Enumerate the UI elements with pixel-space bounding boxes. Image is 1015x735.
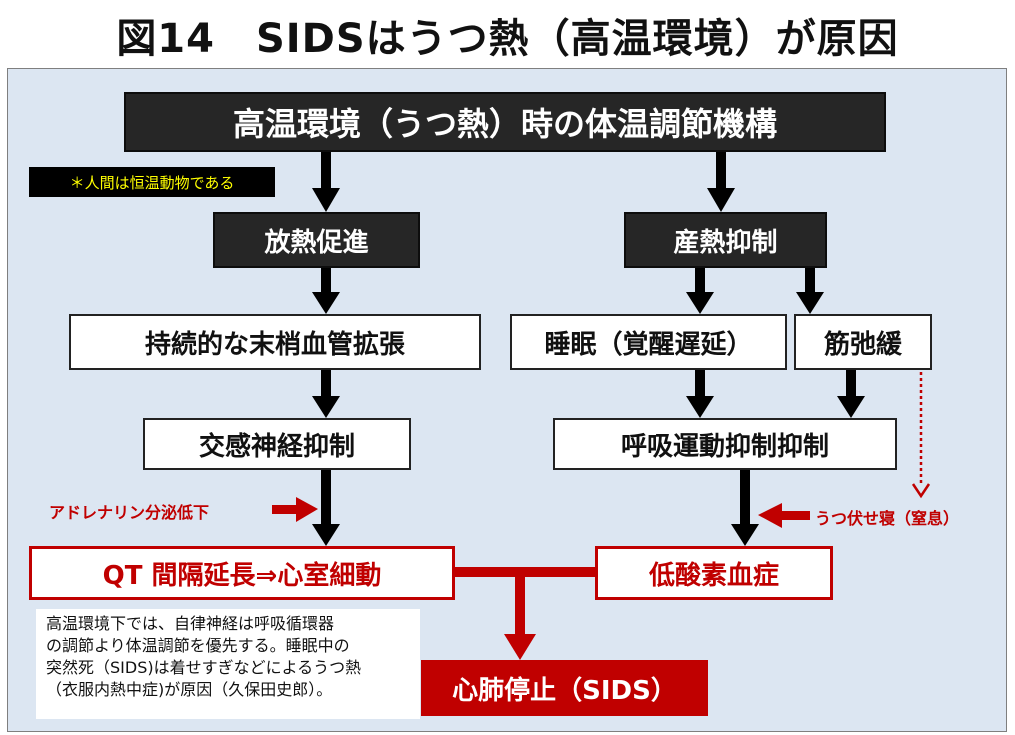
arrow-shaft [515, 567, 525, 637]
arrow-head [837, 396, 865, 418]
arrow-shaft [321, 268, 331, 294]
box-vasodilation: 持続的な末梢血管拡張 [69, 314, 481, 370]
arrow-shaft [805, 268, 815, 294]
description-line: の調節より体温調節を優先する。睡眠中の [46, 636, 350, 655]
box-qt-prolongation: QT 間隔延長⇒心室細動 [29, 546, 455, 600]
header-box: 高温環境（うつ熱）時の体温調節機構 [124, 92, 886, 152]
arrow-shaft [272, 505, 298, 514]
arrow-shaft [695, 370, 705, 398]
arrow-head [686, 396, 714, 418]
note-label: ＊人間は恒温動物である [29, 167, 275, 197]
box-muscle-relaxation: 筋弛緩 [794, 314, 932, 370]
arrow-shaft [716, 152, 726, 190]
prone-sleep-label: うつ伏せ寝（窒息） [815, 509, 960, 528]
arrow-head [707, 188, 735, 212]
dotted-arrow-head [911, 483, 931, 499]
arrow-head [312, 396, 340, 418]
description-line: 高温環境下では、自律神経は呼吸循環器 [46, 614, 335, 633]
arrow-shaft [846, 370, 856, 398]
arrow-shaft [780, 511, 810, 520]
arrow-shaft [695, 268, 705, 294]
arrow-head [312, 292, 340, 314]
arrow-head [296, 497, 318, 522]
box-heat-release: 放熱促進 [213, 212, 420, 268]
figure-title: 図14 SIDSはうつ熱（高温環境）が原因 [116, 16, 899, 62]
description-text: 高温環境下では、自律神経は呼吸循環器 の調節より体温調節を優先する。睡眠中の 突… [36, 609, 420, 719]
box-cardiac-arrest: 心肺停止（SIDS） [421, 660, 708, 716]
arrow-shaft [740, 470, 750, 526]
arrow-head [731, 524, 759, 546]
arrow-head [758, 503, 782, 528]
arrow-shaft [321, 370, 331, 398]
arrow-head [312, 188, 340, 212]
box-heat-production-suppression: 産熱抑制 [624, 212, 827, 268]
arrow-shaft [321, 470, 331, 526]
description-line: （衣服内熱中症)が原因（久保田史郎）。 [46, 680, 333, 699]
box-sympathetic-suppression: 交感神経抑制 [143, 418, 411, 470]
adrenaline-label: アドレナリン分泌低下 [49, 503, 210, 522]
arrow-head [504, 634, 536, 660]
arrow-shaft [321, 152, 331, 190]
arrow-head [796, 292, 824, 314]
description-line: 突然死（SIDS)は着せすぎなどによるうつ熱 [46, 658, 362, 677]
box-respiratory-suppression: 呼吸運動抑制抑制 [553, 418, 897, 470]
arrow-head [686, 292, 714, 314]
box-sleep: 睡眠（覚醒遅延） [510, 314, 787, 370]
arrow-head [312, 524, 340, 546]
box-hypoxemia: 低酸素血症 [595, 546, 833, 600]
